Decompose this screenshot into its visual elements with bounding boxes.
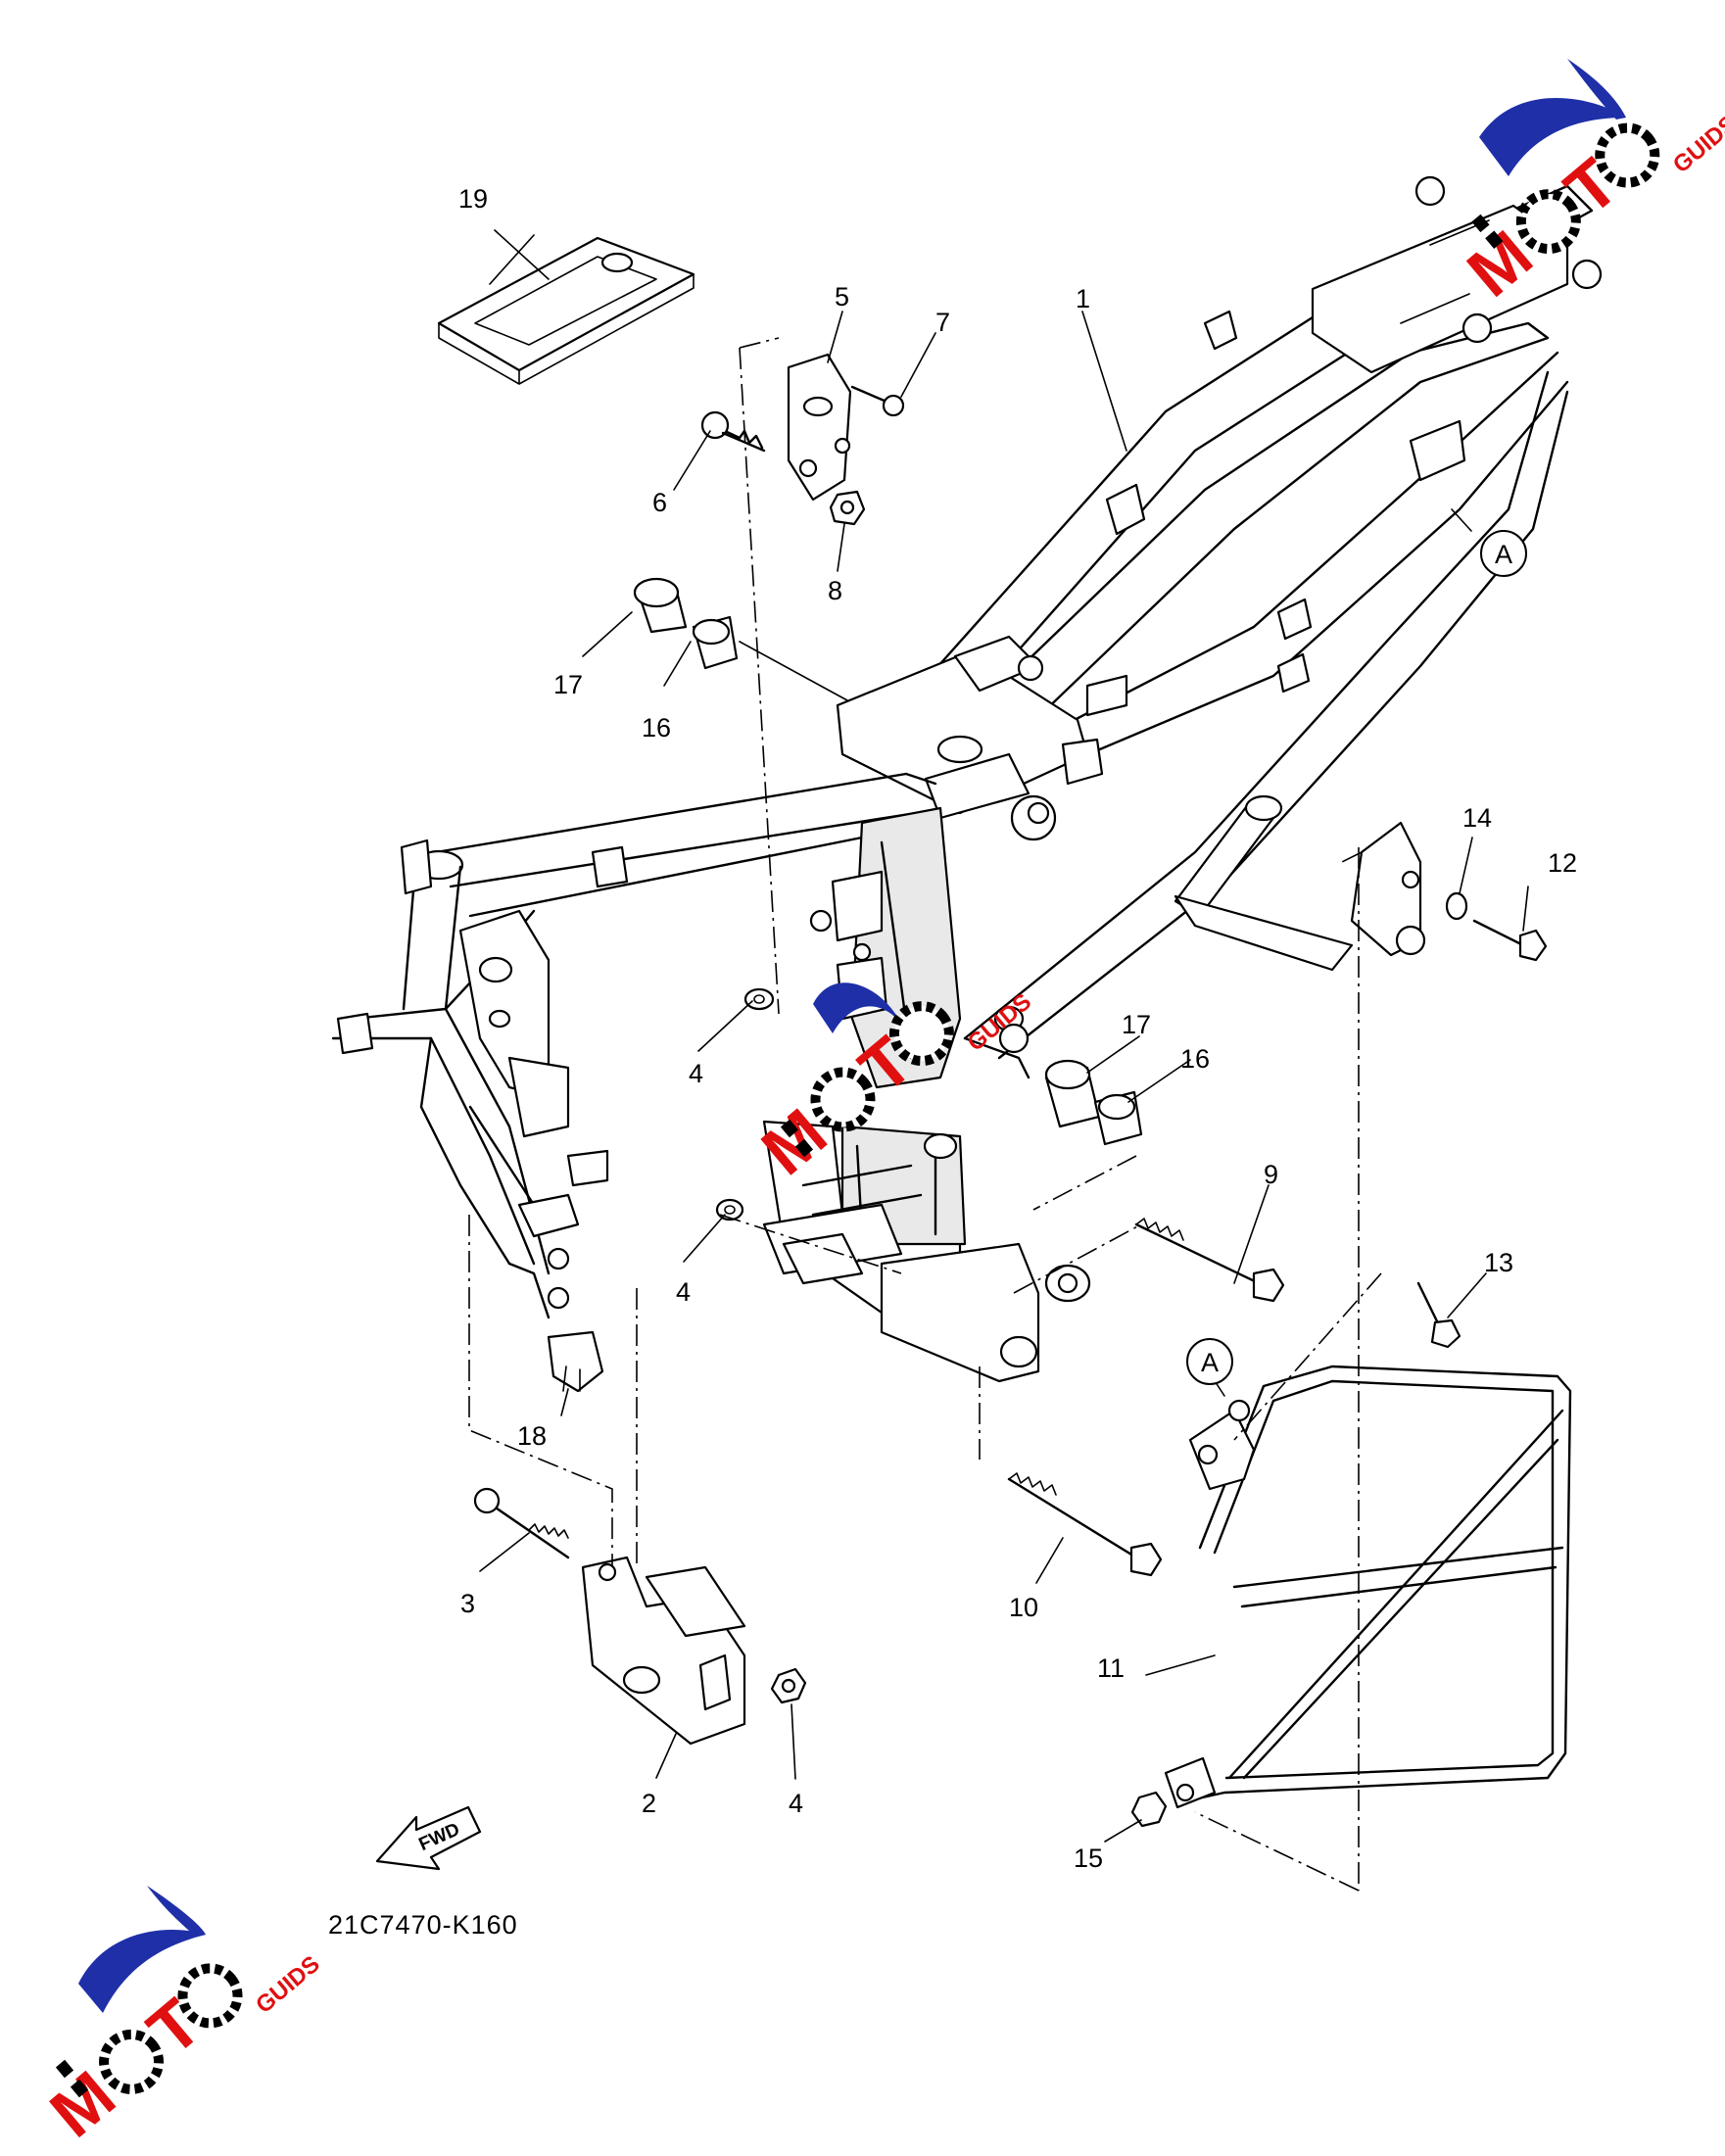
- part-11-side-guard: [1164, 1365, 1572, 1809]
- part-18-clip: [547, 1330, 604, 1393]
- callout-16a: 16: [642, 713, 671, 743]
- part-7-bolt: [850, 385, 905, 417]
- part-6-bolt: [700, 410, 766, 453]
- callout-5: 5: [835, 282, 849, 311]
- callout-4c: 4: [789, 1789, 803, 1818]
- watermark-bottom-suffix: GUIDS: [251, 1950, 325, 2019]
- part-12-bolt: [1472, 919, 1548, 962]
- main-frame: [331, 175, 1603, 1383]
- callout-12: 12: [1548, 848, 1577, 878]
- callout-17a: 17: [553, 670, 583, 699]
- part-2-engine-bracket: [581, 1556, 746, 1746]
- part-19-pad: [437, 236, 695, 385]
- part-code: 21C7470-K160: [328, 1910, 518, 1940]
- callout-16b: 16: [1180, 1044, 1210, 1074]
- part-4-washer-1: [743, 987, 775, 1011]
- part-17-collar-lower: [1044, 1059, 1101, 1128]
- callout-9: 9: [1264, 1160, 1278, 1189]
- part-13-bolt: [1416, 1281, 1461, 1349]
- part-3-bolt: [473, 1487, 570, 1559]
- callout-6: 6: [652, 488, 667, 517]
- part-4-washer-2: [715, 1198, 744, 1222]
- reference-marker-a-1: A: [1480, 530, 1527, 577]
- part-8-nut: [829, 490, 866, 526]
- callout-10: 10: [1009, 1593, 1038, 1622]
- reference-marker-a-2: A: [1186, 1338, 1233, 1385]
- reference-marker-a-2-label: A: [1201, 1348, 1219, 1377]
- callout-7: 7: [935, 308, 950, 337]
- callout-4b: 4: [676, 1277, 691, 1307]
- callout-2: 2: [642, 1789, 656, 1818]
- callout-4a: 4: [689, 1059, 703, 1088]
- callout-18: 18: [517, 1421, 547, 1451]
- part-9-long-bolt: [1134, 1218, 1285, 1303]
- callout-13: 13: [1484, 1248, 1513, 1277]
- leader-upper-bush: [739, 641, 848, 701]
- part-4-nut-lower: [770, 1667, 807, 1704]
- callout-14: 14: [1462, 803, 1492, 833]
- callout-1: 1: [1076, 284, 1090, 313]
- part-16-bush-upper: [692, 615, 739, 670]
- callout-labels: 1 2 3 4 4 4 5 6 7 8 9 10 11 12 13 14 15 …: [458, 184, 1577, 1873]
- part-14-washer: [1445, 891, 1468, 921]
- callout-19: 19: [458, 184, 488, 214]
- part-15-nut: [1130, 1791, 1168, 1828]
- part-17-collar-upper: [633, 577, 688, 634]
- part-5-bracket: [787, 353, 852, 502]
- part-10-long-bolt: [1007, 1472, 1163, 1577]
- leader-lines: [479, 229, 1529, 1843]
- part-16-bush-lower: [1093, 1090, 1143, 1146]
- callout-11: 11: [1097, 1653, 1125, 1683]
- watermark-logo-bottom-left: M T GUIDS: [36, 1886, 325, 2152]
- callout-3: 3: [460, 1589, 475, 1618]
- callout-15: 15: [1074, 1844, 1103, 1873]
- callout-8: 8: [828, 576, 842, 605]
- reference-marker-a-1-label: A: [1495, 540, 1512, 569]
- assembly-lines: [468, 337, 1382, 1892]
- watermark-top-suffix: GUIDS: [1668, 111, 1725, 179]
- callout-17b: 17: [1122, 1010, 1151, 1039]
- fwd-arrow: FWD: [375, 1805, 482, 1871]
